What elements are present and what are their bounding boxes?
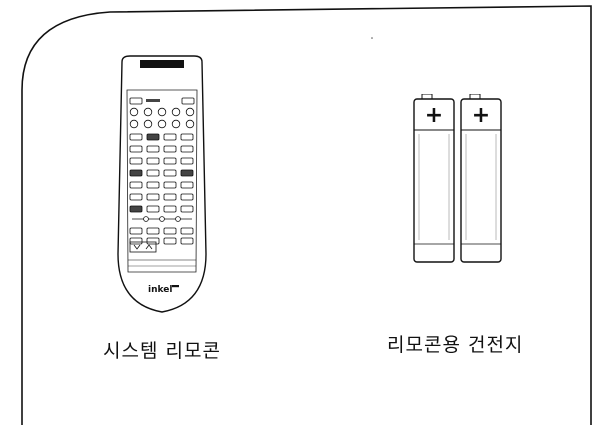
remote-button [146,145,160,153]
remote-button [129,157,143,165]
remote-button [146,237,160,245]
remote-button [171,107,181,117]
remote-button [185,107,195,117]
remote-button [180,181,194,189]
remote-button [143,119,153,129]
plus-symbol-right: + [472,103,490,128]
remote-button [129,237,143,245]
remote-caption: 시스템 리모콘 [103,340,221,362]
remote-button [129,107,139,117]
remote-button [146,227,160,235]
remote-button [180,193,194,201]
remote-button [163,205,177,213]
remote-button [146,157,160,165]
remote-button [146,205,160,213]
remote-button [146,181,160,189]
remote-button [180,227,194,235]
remote-button [146,169,160,177]
remote-button [185,119,195,129]
battery-left: + [413,94,455,263]
remote-button [163,193,177,201]
plus-symbol-left: + [425,103,443,128]
remote-button [129,181,143,189]
remote-button [129,119,139,129]
remote-button [171,119,181,129]
remote-button [129,227,143,235]
remote-brand-label: inkel [148,285,172,295]
remote-button [157,107,167,117]
batteries-illustration: + + [413,94,502,263]
remote-button [163,169,177,177]
batteries-caption: 리모콘용 건전지 [387,334,524,356]
remote-button [180,237,194,245]
remote-control-illustration: inkel [117,55,207,313]
remote-button [146,193,160,201]
remote-button [180,205,194,213]
remote-button [129,145,143,153]
ir-window [140,60,184,68]
remote-button [180,145,194,153]
battery-right: + [460,94,502,263]
remote-button [157,119,167,129]
remote-button [180,169,194,177]
remote-button [163,133,177,141]
remote-button [163,181,177,189]
remote-button [129,169,143,177]
remote-button [143,107,153,117]
remote-button [180,157,194,165]
remote-button [163,145,177,153]
remote-button [146,133,160,141]
remote-button [163,157,177,165]
remote-button [129,205,143,213]
remote-button [163,227,177,235]
remote-button [129,193,143,201]
remote-body [117,55,207,313]
remote-button [129,133,143,141]
remote-button [180,133,194,141]
remote-button [163,237,177,245]
